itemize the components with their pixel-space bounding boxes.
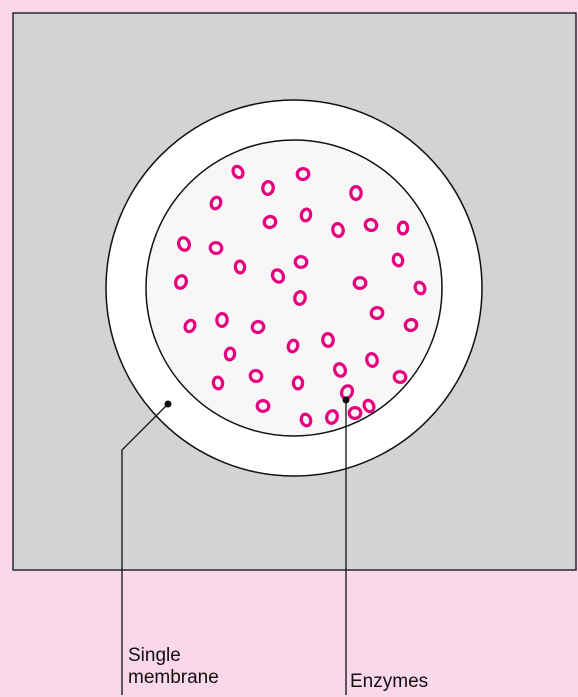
single-membrane-label: Single membrane (128, 645, 219, 689)
enzymes-label: Enzymes (350, 671, 428, 693)
inner-matrix-circle (146, 140, 442, 436)
single-membrane-label-line1: Single (128, 645, 219, 667)
single-membrane-label-line2: membrane (128, 667, 219, 689)
